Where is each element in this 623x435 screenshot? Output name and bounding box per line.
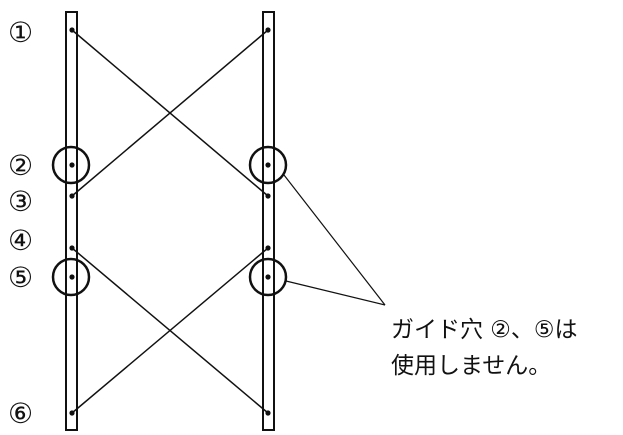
callout-leader-upper <box>283 174 386 306</box>
hole-dot-left-4 <box>69 245 75 251</box>
unused-hole-circle-right-5 <box>248 257 288 297</box>
hole-dot-left-1 <box>69 27 75 33</box>
hole-dot-right-5 <box>265 274 271 280</box>
note-line-2: 使用しません。 <box>391 353 551 379</box>
unused-hole-circles <box>51 145 288 297</box>
hole-dot-right-6 <box>265 410 271 416</box>
hole-label-1: ① <box>8 16 33 49</box>
unused-hole-circle-left-5 <box>51 257 91 297</box>
hole-dot-left-3 <box>69 193 75 199</box>
hole-label-2: ② <box>8 149 33 182</box>
left-post <box>65 11 78 431</box>
hole-dot-left-6 <box>69 410 75 416</box>
hole-label-4: ④ <box>8 224 33 257</box>
callout-leader-lower <box>285 280 386 306</box>
hole-label-5: ⑤ <box>8 261 33 294</box>
hole-dot-right-1 <box>265 27 271 33</box>
unused-hole-circle-right-2 <box>248 145 288 185</box>
unused-hole-circle-left-2 <box>51 145 91 185</box>
hole-label-6: ⑥ <box>8 397 33 430</box>
hole-dot-right-3 <box>265 193 271 199</box>
right-post <box>262 11 275 431</box>
hole-dot-left-5 <box>69 274 75 280</box>
hole-dot-right-2 <box>265 162 271 168</box>
hole-dots <box>69 27 271 416</box>
hole-dot-left-2 <box>69 162 75 168</box>
hole-label-3: ③ <box>8 185 33 218</box>
hole-dot-right-4 <box>265 245 271 251</box>
note-line-1: ガイド穴 ②、⑤は <box>391 317 578 343</box>
upper-brace-diagonal-b <box>71 29 269 197</box>
lower-brace-diagonal-b <box>71 247 269 414</box>
